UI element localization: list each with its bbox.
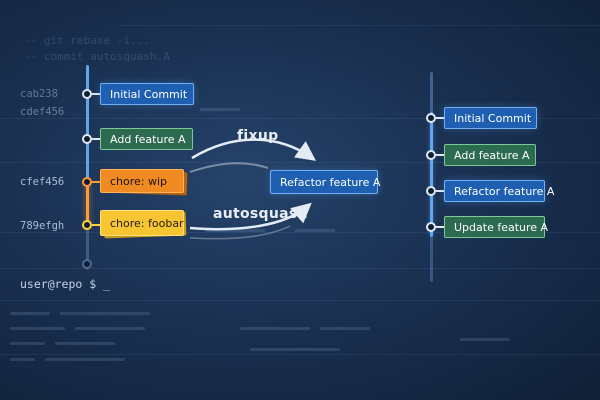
- commit-node-base: [82, 259, 92, 269]
- terminal-prompt: user@repo $ _: [20, 277, 111, 291]
- connector: [436, 190, 444, 192]
- scanline: [0, 162, 600, 163]
- scanline: [0, 268, 600, 269]
- terminal-ghost-dash: [250, 348, 340, 351]
- terminal-ghost-dash: [10, 358, 35, 361]
- terminal-ghost-dash: [205, 229, 265, 232]
- commit-box-refactor-target[interactable]: Refactor feature A: [270, 170, 380, 194]
- commit-hash: cfef456: [20, 176, 65, 188]
- commit-node[interactable]: [82, 89, 92, 99]
- scanline: [120, 25, 600, 26]
- terminal-ghost-dash: [55, 342, 115, 345]
- commit-hash: cdef456: [20, 106, 65, 118]
- terminal-ghost-dash: [320, 327, 370, 330]
- rebased-commit-initial[interactable]: Initial Commit: [444, 107, 537, 129]
- fixup-label: fixup: [237, 128, 279, 144]
- rebased-node[interactable]: [426, 150, 436, 160]
- fixup-arrow: [191, 138, 317, 161]
- commit-box-wip[interactable]: chore: wip: [100, 169, 184, 193]
- connector: [92, 181, 100, 183]
- connector: [92, 93, 100, 95]
- terminal-ghost-dash: [460, 338, 510, 341]
- fixup-arrow-tail: [189, 162, 269, 173]
- commit-box-add-feature[interactable]: Add feature A: [100, 128, 193, 150]
- rebased-node[interactable]: [426, 222, 436, 232]
- connector: [92, 224, 100, 226]
- commit-hash: cab238: [20, 88, 58, 100]
- connector: [436, 117, 444, 119]
- terminal-ghost-line-1: -- git rebase -i...: [24, 34, 150, 47]
- terminal-ghost-dash: [200, 108, 240, 111]
- commit-node[interactable]: [82, 134, 92, 144]
- rebased-node[interactable]: [426, 113, 436, 123]
- rebased-commit-add-feature[interactable]: Add feature A: [444, 144, 536, 166]
- terminal-ghost-dash: [60, 312, 150, 315]
- terminal-ghost-dash: [10, 327, 65, 330]
- right-branch-rail-tail: [430, 237, 433, 282]
- left-branch-rail-tail: [86, 230, 89, 270]
- connector: [92, 138, 100, 140]
- autosquash-arrow-tail: [189, 225, 291, 240]
- right-branch-rail-top: [430, 72, 433, 112]
- terminal-ghost-line-2: -- commit autosquash.A: [24, 50, 170, 63]
- terminal-ghost-dash: [295, 229, 335, 232]
- rebased-commit-refactor[interactable]: Refactor feature A: [444, 180, 554, 202]
- scanline: [0, 354, 600, 355]
- left-branch-rail: [86, 65, 89, 190]
- autosquash-label: autosquash: [213, 206, 308, 222]
- autosquash-arrow: [189, 202, 312, 231]
- connector: [436, 154, 444, 156]
- scanline: [0, 118, 600, 119]
- terminal-ghost-dash: [10, 312, 50, 315]
- terminal-ghost-dash: [45, 358, 125, 361]
- terminal-ghost-dash: [240, 327, 310, 330]
- scanline: [0, 232, 600, 233]
- commit-node-foobar[interactable]: [82, 220, 92, 230]
- commit-hash: 789efgh: [20, 220, 65, 232]
- terminal-ghost-dash: [75, 327, 145, 330]
- rebased-commit-update[interactable]: Update feature A: [444, 216, 548, 238]
- right-branch-rail: [430, 112, 433, 237]
- left-branch-rail-orange: [86, 180, 89, 230]
- commit-box-initial[interactable]: Initial Commit: [100, 83, 194, 105]
- scanline: [0, 300, 600, 301]
- terminal-ghost-dash: [10, 342, 45, 345]
- connector: [436, 226, 444, 228]
- rebased-node[interactable]: [426, 186, 436, 196]
- commit-box-foobar[interactable]: chore: foobar: [100, 210, 184, 236]
- commit-node-wip[interactable]: [82, 177, 92, 187]
